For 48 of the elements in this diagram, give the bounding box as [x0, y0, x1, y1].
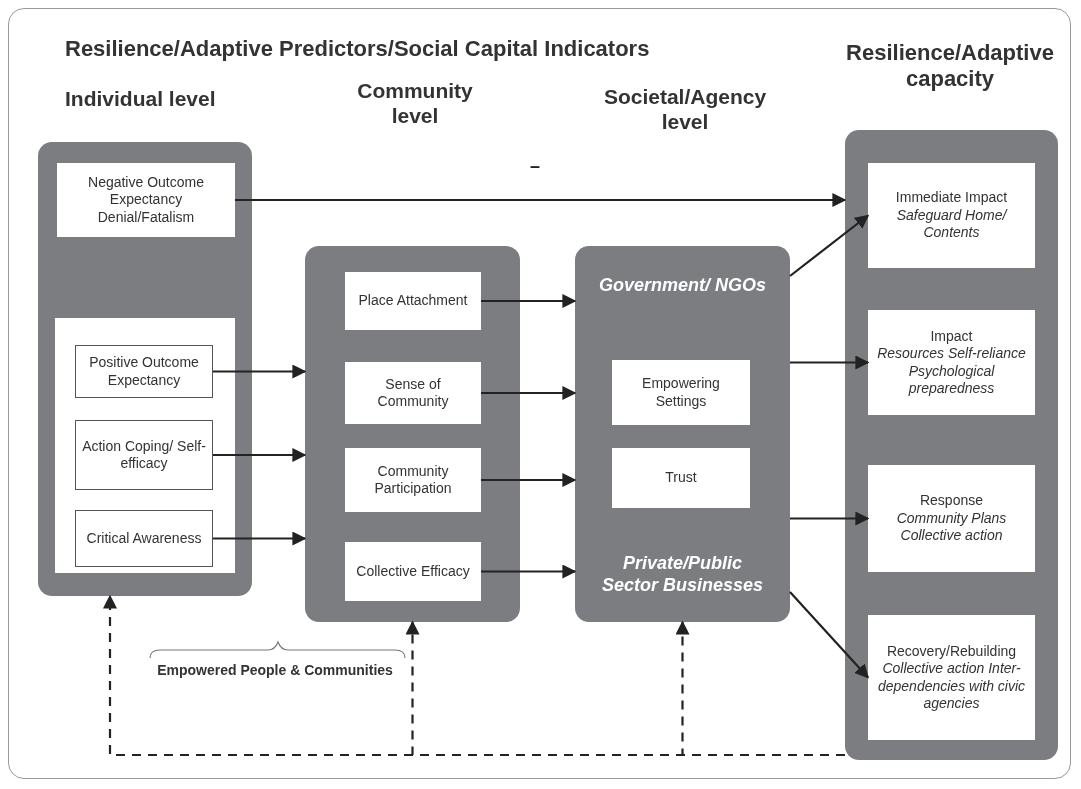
- group-label: Private/Public Sector Businesses: [600, 551, 765, 597]
- box-detail: Collective action Inter-dependencies with civic agencies: [876, 660, 1027, 713]
- group-label: Government/ NGOs: [597, 273, 767, 297]
- column-heading: Community level: [356, 78, 474, 129]
- inner-panel: [55, 318, 235, 573]
- arrow: [790, 355, 870, 370]
- column-panel: [305, 246, 520, 622]
- arrow: [213, 448, 307, 462]
- factor-box: Critical Awareness: [75, 510, 213, 567]
- factor-box: Sense of Community: [345, 362, 481, 424]
- arrow: [235, 193, 847, 207]
- factor-box: Positive Outcome Expectancy: [75, 345, 213, 398]
- factor-box: Place Attachment: [345, 272, 481, 330]
- box-heading: Immediate Impact: [895, 189, 1008, 207]
- box-detail: Safeguard Home/ Contents: [895, 206, 1009, 242]
- factor-box: Empowering Settings: [612, 360, 750, 425]
- edge-label: –: [530, 156, 540, 176]
- box-detail: Resources Self-reliance Psychological preparedness: [876, 345, 1027, 398]
- factor-box: [868, 310, 1035, 415]
- column-heading: Societal/Agency level: [602, 84, 768, 135]
- bracket-label: Empowered People & Communities: [156, 662, 394, 679]
- factor-box: [868, 163, 1035, 268]
- factor-box: Collective Efficacy: [345, 542, 481, 601]
- factor-box: Action Coping/ Self-efficacy: [75, 420, 213, 490]
- box-heading: Impact: [930, 327, 973, 345]
- factor-box: Negative Outcome Expectancy Denial/Fatalism: [57, 163, 235, 237]
- column-panel: [845, 130, 1058, 760]
- arrow: [789, 214, 870, 277]
- factor-box: [868, 465, 1035, 572]
- arrow: [481, 386, 577, 400]
- arrow: [789, 591, 869, 679]
- title: Resilience/Adaptive Predictors/Social Capital Indicators: [65, 36, 650, 63]
- arrow: [481, 294, 577, 308]
- arrow: [790, 511, 870, 526]
- column-heading: Individual level: [65, 86, 217, 112]
- arrow: [481, 473, 577, 487]
- box-heading: Recovery/Rebuilding: [886, 642, 1017, 660]
- arrow: [481, 564, 577, 579]
- arrow: [213, 531, 307, 546]
- factor-box: Community Participation: [345, 448, 481, 512]
- column-panel: [575, 246, 790, 622]
- arrow: [213, 364, 307, 379]
- box-detail: Community Plans Collective action: [895, 509, 1008, 545]
- column-heading: Resilience/Adaptive capacity: [845, 40, 1055, 93]
- factor-box: [868, 615, 1035, 740]
- column-panel: [38, 142, 252, 596]
- box-heading: Response: [919, 492, 983, 510]
- factor-box: Trust: [612, 448, 750, 508]
